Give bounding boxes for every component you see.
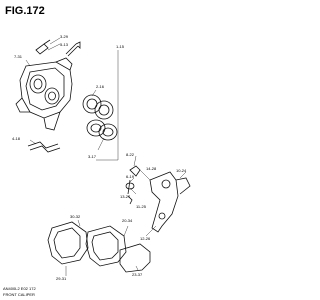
label-8-22: 8-22 (126, 152, 135, 157)
leader-lines (25, 37, 187, 276)
label-29-31: 29-31 (56, 276, 67, 281)
label-3-17: 3-17 (88, 154, 97, 159)
bleeder-screw (35, 39, 51, 55)
label-4-18: 4-18 (12, 136, 21, 141)
label-5-13: 5-13 (60, 42, 69, 47)
label-30-32: 30-32 (70, 214, 81, 219)
exploded-caliper-diagram: 1-15 3-29 5-13 7-31 2-16 3-17 4-18 8-22 … (12, 34, 191, 281)
caliper-body (15, 57, 73, 131)
caliper-bracket (149, 171, 191, 233)
label-14-28: 14-28 (146, 166, 157, 171)
brake-pad-right (85, 225, 127, 267)
label-2-16: 2-16 (96, 84, 105, 89)
label-6-19: 6-19 (126, 174, 135, 179)
label-23-37: 23-37 (132, 272, 143, 277)
figure-title: FIG.172 (5, 5, 45, 17)
label-20-34: 20-34 (122, 218, 133, 223)
label-12-26: 12-26 (140, 236, 151, 241)
parts-diagram-page: FIG.172 (3, 5, 191, 297)
footer-caption: FRONT CALIPER (3, 292, 35, 297)
brake-pad-left (47, 221, 89, 265)
piston-seal-set (82, 94, 118, 141)
label-1-15: 1-15 (116, 44, 125, 49)
label-7-31: 7-31 (14, 54, 23, 59)
label-3-29: 3-29 (60, 34, 69, 39)
footer-code: AN400L2 E02 172 (3, 286, 36, 291)
caliper-pin-bolt (65, 41, 81, 57)
label-11-25: 11-25 (136, 204, 147, 209)
label-10-24: 10-24 (176, 168, 187, 173)
pad-spring (27, 141, 61, 153)
pad-shim (119, 243, 151, 273)
label-13-27: 13-27 (120, 194, 131, 199)
